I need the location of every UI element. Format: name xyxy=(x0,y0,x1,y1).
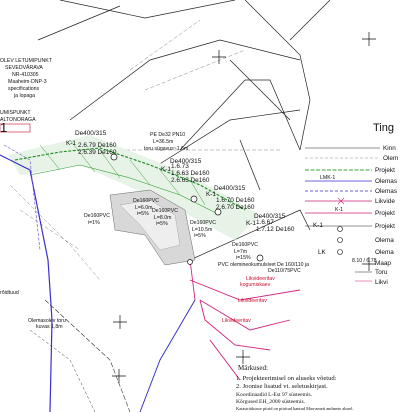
existing-lines xyxy=(0,144,196,412)
pipe-label: 2.6.70 De160 xyxy=(216,204,255,211)
pipe-label: K-1 xyxy=(206,191,216,198)
red-label: kogumiskaev xyxy=(240,282,271,288)
left-block-line: Maaheim-DNP-3 xyxy=(8,79,47,85)
pipe-label: 1.7.12 De160 xyxy=(256,226,295,233)
pipe-label: De400/315 xyxy=(75,130,107,137)
pipe-label: K-1 xyxy=(161,166,171,173)
pipe-label: 1.6.70 De160 xyxy=(216,197,255,204)
legend-text: Olemas xyxy=(375,188,397,195)
red-label: Likvideeritav xyxy=(222,318,251,324)
bottom-left-text: rõidtuud xyxy=(0,290,19,296)
pipe-label: De160PVC xyxy=(152,208,178,214)
left-small-notes: Olemasolev toru kuvas 1,8m rõidtuud xyxy=(0,290,66,330)
legend-text: Olemas xyxy=(375,178,397,185)
legend-text: Likvide xyxy=(375,198,395,205)
pipe-label: L=6.0m xyxy=(135,205,152,211)
pipe-label: K-1 xyxy=(246,220,256,227)
pipe-label: i=1% xyxy=(88,220,100,226)
left-small-line: kuvas 1,8m xyxy=(36,324,63,330)
legend-text: Projekt xyxy=(375,167,395,174)
left-block-marker: 1 xyxy=(0,120,7,135)
pipe-label: 1.6.67 xyxy=(256,219,274,226)
cross-markers xyxy=(112,32,376,383)
building xyxy=(109,189,196,266)
notes-line: Kõrgused EH_2000 süsteemis. xyxy=(236,399,306,405)
notes-line: 2. Joonise lisatud vt. seletuskirjast. xyxy=(236,383,328,390)
notes-line: 1. Projekteerimisel on aluseks võetud: xyxy=(236,375,337,382)
legend-text: Toru xyxy=(375,269,388,276)
left-block-line: UMISPUNKT xyxy=(0,110,31,116)
legend-text: Maap xyxy=(375,260,391,267)
legend-symbol: LMK-1 xyxy=(320,175,335,181)
legend-text: Projekt xyxy=(375,210,395,217)
magenta-lines xyxy=(189,259,301,381)
legend-text: Olema xyxy=(375,249,394,256)
legend-title: Ting xyxy=(373,122,394,134)
pipe-label: 2.6.79 De160 xyxy=(78,142,117,149)
left-block-line: ja lopaga xyxy=(13,93,35,99)
legend-text: Projekt xyxy=(375,223,395,230)
legend: Ting Kinn Olem Projekt LMK-1 Olemas Olem… xyxy=(305,122,398,286)
legend-symbol: K-1 xyxy=(335,207,343,213)
pipe-label: PE De32 PN10 xyxy=(150,132,185,138)
pipe-label: De160PVC xyxy=(133,198,159,204)
pipe-label: De110/75PVC xyxy=(268,268,301,274)
red-label: Likvideeritav xyxy=(238,298,267,304)
boundary-lines xyxy=(37,0,331,261)
pipe-label: 1.6.73 xyxy=(171,163,189,170)
legend-text: Likvi xyxy=(375,279,388,286)
pipe-label: PVC olemineokumulsivet De 160/110 ja xyxy=(218,262,309,268)
pipe-label: i=5% xyxy=(137,211,149,217)
notes-title: Märkused: xyxy=(238,364,268,372)
red-label: Likvideeritav xyxy=(246,276,275,282)
pipe-label: L=36.5m xyxy=(153,139,173,145)
notes-line: Katastriüksuse piirid on piiritud kantud… xyxy=(236,406,354,411)
notes: Märkused: 1. Projekteerimisel on aluseks… xyxy=(236,364,354,411)
pipe-label: 2.6.63 De160 xyxy=(171,177,210,184)
legend-symbol: K-1 xyxy=(313,222,323,229)
red-labels: Likvideeritav kogumiskaev Likvideeritav … xyxy=(222,276,275,324)
manholes xyxy=(110,153,264,265)
left-block-line: OLEV LETUMIPUNKT xyxy=(0,58,53,64)
notes-line: Koordinaadid L-Est 97 süsteemis. xyxy=(236,392,313,398)
pipe-label: i=5% xyxy=(156,221,168,227)
pipe-label: toru sügavus~1.6m xyxy=(144,146,188,152)
pipe-label: L=8.0m xyxy=(154,215,171,221)
left-block: OLEV LETUMIPUNKT SEVEDVÄRAVA NR-410305 M… xyxy=(0,58,53,135)
pipe-label: 2.6.39 De160 xyxy=(78,149,117,156)
legend-text: Olema xyxy=(375,237,394,244)
legend-text: Olem xyxy=(383,155,398,162)
left-block-line: specifications xyxy=(8,86,40,92)
legend-symbol: 8.10 / 6.78 xyxy=(352,258,377,264)
pipe-label: K-1 xyxy=(66,140,76,147)
left-block-line: ALTONORAGA xyxy=(0,117,36,123)
pipe-label: De400/315 xyxy=(170,158,202,165)
pipe-label: De400/315 xyxy=(214,185,246,192)
pipe-label: i=15% xyxy=(236,255,251,261)
pipe-label: De160PVC xyxy=(84,213,110,219)
left-block-line: SEVEDVÄRAVA xyxy=(5,64,43,71)
legend-text: Kinn xyxy=(383,145,396,152)
left-small-line: Olemasolev toru xyxy=(28,318,66,324)
pipe-label: 1.6.63 De160 xyxy=(171,170,210,177)
pipe-label: L=7m xyxy=(234,249,247,255)
left-block-line: NR-410305 xyxy=(12,72,39,78)
pipe-label: De160PVC xyxy=(232,242,258,248)
pipe-labels: De400/315 K-1 2.6.79 De160 2.6.39 De160 … xyxy=(66,130,309,274)
pipe-label: De400/315 xyxy=(254,213,286,220)
pipe-label: De160PVC xyxy=(190,220,216,226)
legend-symbol: LK xyxy=(318,249,327,256)
pipe-label: i=5% xyxy=(194,233,206,239)
pipe-label: L=10.5m xyxy=(192,227,212,233)
